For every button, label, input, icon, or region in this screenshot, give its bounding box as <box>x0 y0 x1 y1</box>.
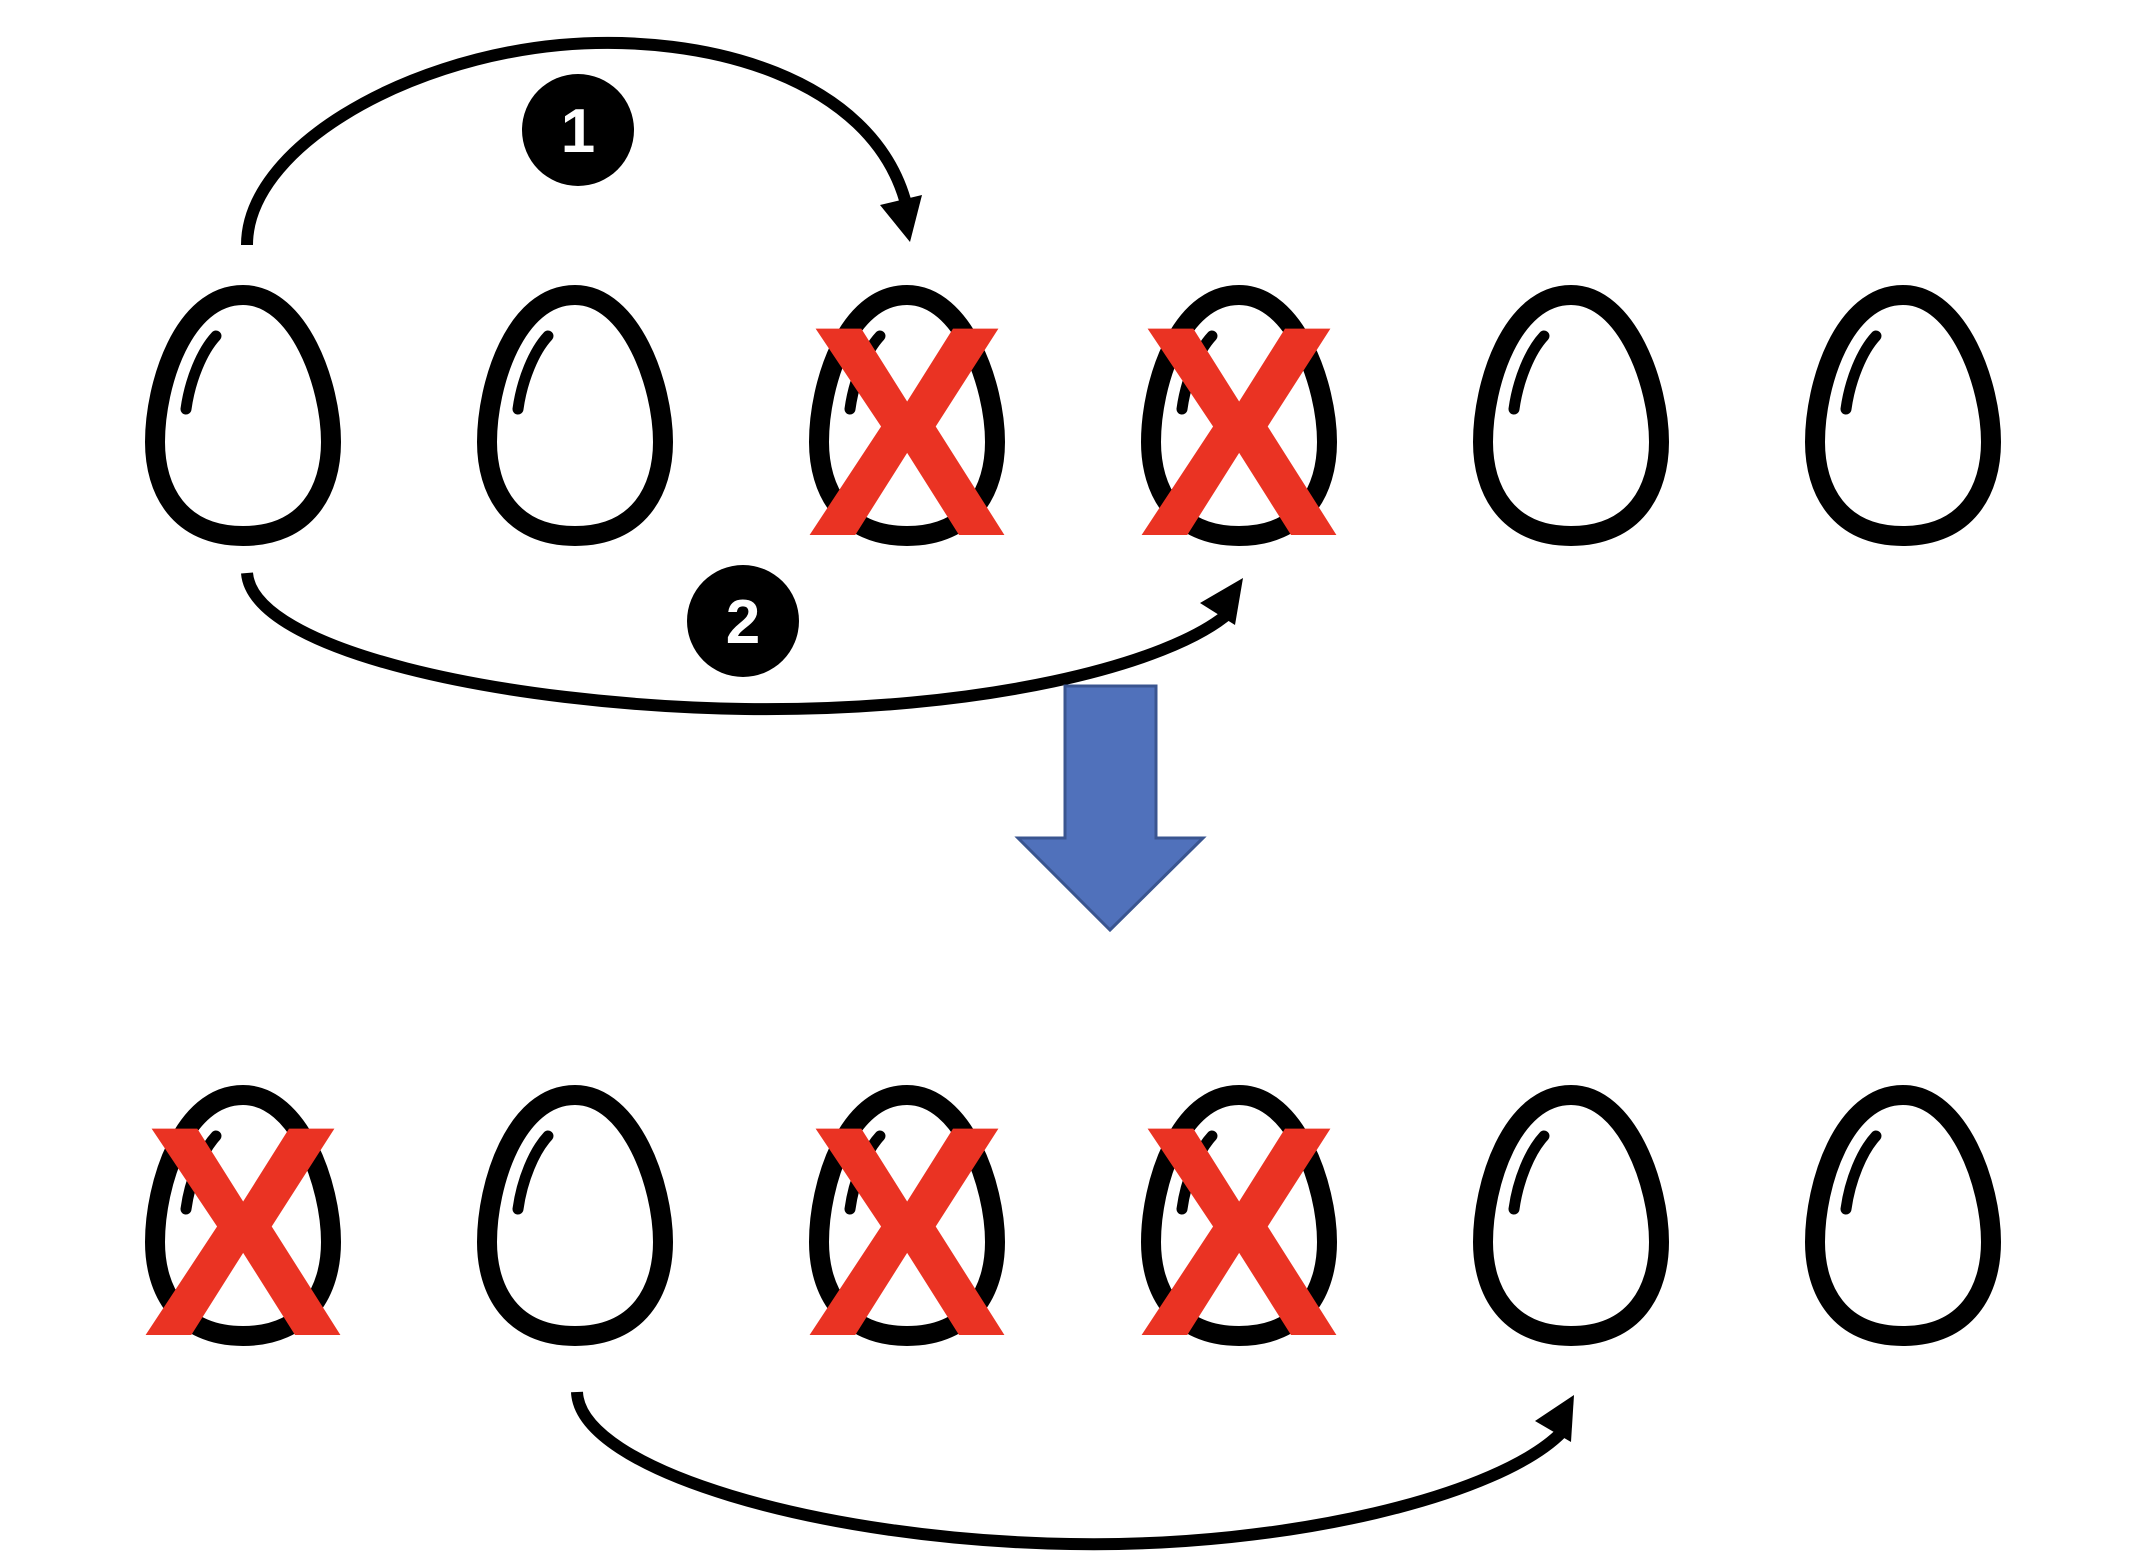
egg: X <box>1483 295 1659 536</box>
arrow-head <box>880 195 922 242</box>
egg: X <box>487 295 663 536</box>
egg: X <box>487 1095 663 1336</box>
egg-row-after: X X X X X X <box>143 1063 1991 1399</box>
egg: X <box>155 295 331 536</box>
egg: X <box>1815 295 1991 536</box>
arrow-head <box>1200 578 1243 625</box>
arrow-curve <box>241 36 911 246</box>
move-arrow-1: 1 <box>241 36 922 246</box>
move-arrow-2: 2 <box>241 565 1243 716</box>
cross-mark: X <box>807 1063 1009 1399</box>
step-badge <box>687 565 799 677</box>
arrow-curve <box>571 1391 1567 1551</box>
arrow-curve <box>241 571 1234 716</box>
egg: X <box>1483 1095 1659 1336</box>
egg-row-before: X X X X X X <box>155 263 1991 599</box>
step-number: 2 <box>726 588 760 657</box>
egg: X <box>807 263 1009 599</box>
egg: X <box>143 1063 345 1399</box>
cross-mark: X <box>1139 263 1341 599</box>
cross-mark: X <box>807 263 1009 599</box>
move-arrow-3 <box>571 1391 1574 1551</box>
egg: X <box>1139 1063 1341 1399</box>
down-arrow-icon <box>1014 684 1207 933</box>
cross-mark: X <box>1139 1063 1341 1399</box>
arrow-head <box>1535 1395 1574 1442</box>
step-number: 1 <box>561 97 595 166</box>
step-badge <box>522 74 634 186</box>
egg: X <box>807 1063 1009 1399</box>
cross-mark: X <box>143 1063 345 1399</box>
egg: X <box>1139 263 1341 599</box>
egg: X <box>1815 1095 1991 1336</box>
